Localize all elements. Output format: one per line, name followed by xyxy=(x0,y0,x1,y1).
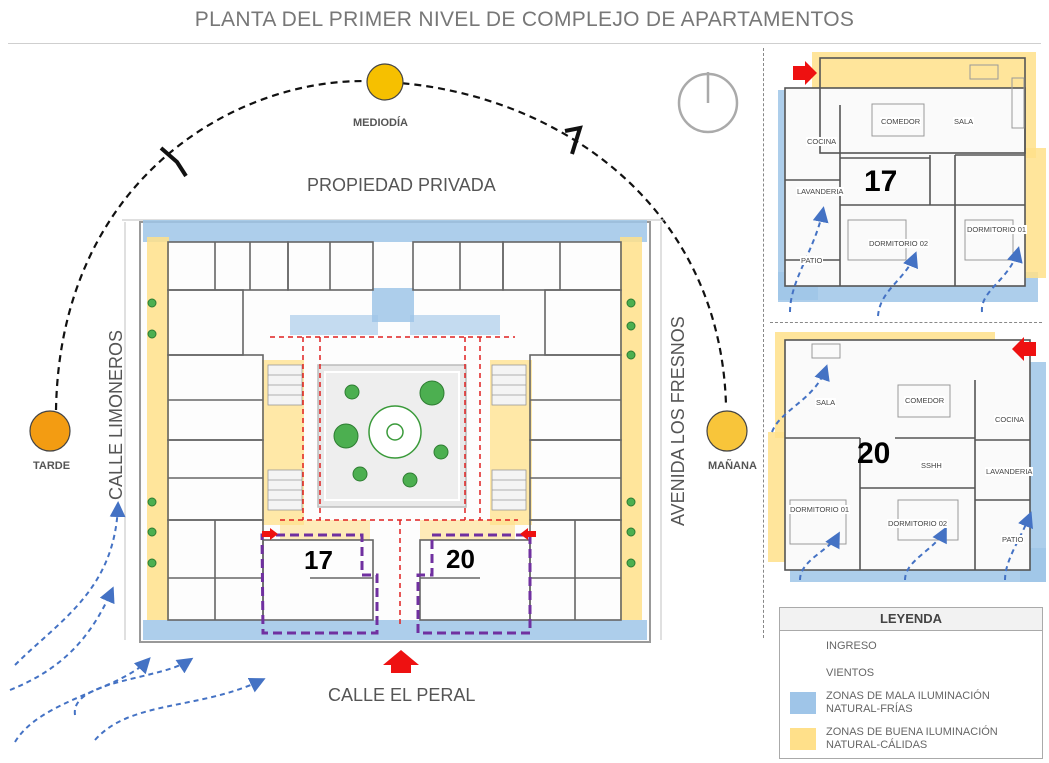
unit-20-number: 20 xyxy=(446,544,475,574)
sun-noon-icon xyxy=(366,63,404,101)
street-south-label: CALLE EL PERAL xyxy=(328,685,476,705)
street-north-label: PROPIEDAD PRIVADA xyxy=(307,175,496,195)
entry-arrow-unit17-detail-icon xyxy=(793,61,817,85)
u20-laundry-label: LAVANDERIA xyxy=(985,467,1034,476)
courtyard-trees xyxy=(333,380,449,488)
legend-item-wind: VIENTOS xyxy=(780,664,1042,692)
legend-warm-swatch xyxy=(790,728,816,750)
north-indicator-icon xyxy=(677,72,739,134)
u17-bed2-label: DORMITORIO 02 xyxy=(868,239,930,248)
u20-patio-label: PATIO xyxy=(1001,535,1025,544)
sun-afternoon-label: TARDE xyxy=(33,460,71,472)
legend-title: LEYENDA xyxy=(780,608,1042,631)
sun-noon-label: MEDIODÍA xyxy=(353,117,408,129)
u20-bed1-label: DORMITORIO 01 xyxy=(789,505,851,514)
unit-20-plan xyxy=(768,332,1046,582)
u17-laundry-label: LAVANDERIA xyxy=(796,187,845,196)
entry-arrow-unit20-icon xyxy=(520,528,536,540)
legend-item-entry: INGRESO xyxy=(780,636,1042,664)
page-title: PLANTA DEL PRIMER NIVEL DE COMPLEJO DE A… xyxy=(194,8,855,31)
unit-17-number: 17 xyxy=(304,545,333,575)
sun-path-arrow-left xyxy=(159,146,188,178)
unit-17-detail-number: 17 xyxy=(864,165,898,198)
circulation-lines xyxy=(270,336,518,625)
sun-afternoon-icon xyxy=(29,410,71,452)
wind-arrows-unit20 xyxy=(771,364,1033,581)
unit-17-outline xyxy=(260,533,379,635)
main-building xyxy=(122,219,664,643)
legend-item-cold: ZONAS DE MALA ILUMINACIÓN NATURAL-FRÍAS xyxy=(780,688,1042,722)
legend-entry-label: INGRESO xyxy=(826,640,877,652)
legend: LEYENDA INGRESO VIENTOS ZONAS DE MALA IL… xyxy=(779,607,1043,759)
entry-arrow-south-icon xyxy=(383,650,419,673)
title-underline xyxy=(8,43,1041,44)
u20-living-label: SALA xyxy=(815,398,837,407)
sun-morning-icon xyxy=(706,410,748,452)
street-west-label: CALLE LIMONEROS xyxy=(106,329,126,500)
wind-arrows-main xyxy=(9,501,266,743)
u20-dining-label: COMEDOR xyxy=(904,396,946,405)
entry-arrow-unit17-icon xyxy=(262,528,278,540)
entry-arrow-unit20-detail-icon xyxy=(1012,337,1036,361)
u17-dining-label: COMEDOR xyxy=(880,117,922,126)
u17-patio-label: PATIO xyxy=(800,256,824,265)
sun-path-arrow-right xyxy=(564,125,583,155)
horizontal-divider xyxy=(770,322,1042,323)
legend-warm-label: ZONAS DE BUENA ILUMINACIÓN NATURAL-CÁLID… xyxy=(826,726,998,751)
legend-cold-swatch xyxy=(790,692,816,714)
u20-kitchen-label: COCINA xyxy=(994,415,1026,424)
u20-bed2-label: DORMITORIO 02 xyxy=(887,519,949,528)
vertical-divider xyxy=(763,48,764,638)
street-east-label: AVENIDA LOS FRESNOS xyxy=(668,316,688,526)
u17-bed1-label: DORMITORIO 01 xyxy=(966,225,1028,234)
wind-arrows-unit17 xyxy=(789,206,1023,317)
sun-morning-label: MAÑANA xyxy=(708,460,757,472)
legend-cold-label: ZONAS DE MALA ILUMINACIÓN NATURAL-FRÍAS xyxy=(826,690,990,715)
u17-kitchen-label: COCINA xyxy=(806,137,838,146)
legend-item-warm: ZONAS DE BUENA ILUMINACIÓN NATURAL-CÁLID… xyxy=(780,724,1042,758)
legend-wind-label: VIENTOS xyxy=(826,667,875,679)
u20-bath-label: SSHH xyxy=(920,461,943,470)
unit-20-detail-number: 20 xyxy=(857,437,891,470)
u17-living-label: SALA xyxy=(953,117,975,126)
